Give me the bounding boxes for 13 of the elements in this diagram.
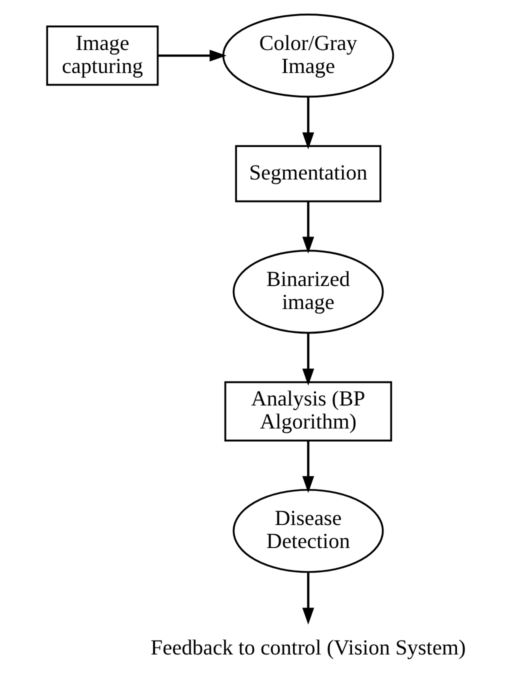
node-text: Feedback to control (Vision System) bbox=[150, 636, 466, 660]
node-ellipse: Disease Detection bbox=[232, 488, 384, 573]
node-box: Image capturing bbox=[46, 26, 158, 86]
arrow bbox=[302, 333, 314, 386]
arrow bbox=[157, 50, 226, 62]
node-box: Analysis (BP Algorithm) bbox=[224, 381, 392, 442]
arrow bbox=[302, 202, 314, 254]
node-ellipse: Binarized image bbox=[232, 250, 384, 334]
arrow bbox=[302, 441, 314, 494]
node-box: Segmentation bbox=[234, 145, 381, 202]
arrow bbox=[302, 97, 314, 150]
node-ellipse: Color/Gray Image bbox=[222, 14, 394, 98]
arrow bbox=[302, 572, 314, 625]
